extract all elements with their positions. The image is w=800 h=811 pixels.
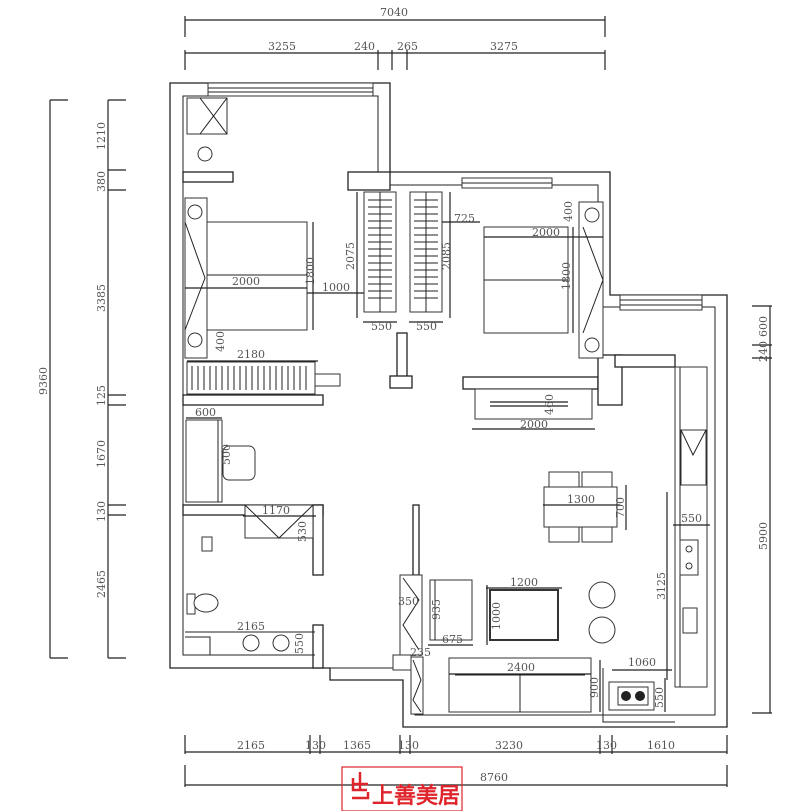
armchair	[428, 579, 473, 646]
dim-bath-cabinet-width: 1170	[262, 504, 290, 517]
dim-sofa-depth: 900	[588, 677, 601, 698]
dim-left-seg2: 380	[95, 171, 108, 192]
dim-right-seg1: 600	[757, 316, 770, 337]
svg-text:上善美居: 上善美居	[372, 783, 460, 809]
dim-bottom-seg1: 2165	[237, 739, 265, 752]
shoe-cabinet	[392, 574, 424, 715]
dim-top-seg1: 3255	[268, 40, 296, 53]
dim-wardrobe-left-height: 2075	[344, 242, 357, 270]
dim-top-seg2: 240	[354, 40, 375, 53]
dim-bottom-seg4: 130	[398, 739, 419, 752]
tv-cabinet	[472, 388, 595, 430]
dim-left-seg4: 125	[95, 385, 108, 406]
washer	[186, 97, 228, 135]
dim-sofa-length: 2400	[507, 661, 535, 674]
dim-desk-width: 600	[195, 406, 216, 419]
stool-icon	[588, 581, 616, 609]
coffee-table	[486, 585, 562, 645]
dim-left-seg5: 1670	[95, 440, 108, 468]
dim-bottom-total: 8760	[480, 771, 508, 784]
dim-right-nightstand: 400	[562, 201, 575, 222]
dim-wardrobe-right-width: 550	[416, 320, 437, 333]
dim-top-seg4: 3275	[490, 40, 518, 53]
vanity	[185, 631, 315, 656]
dim-coffee-table-length: 1200	[510, 576, 538, 589]
dim-wardrobe-left-width: 550	[371, 320, 392, 333]
dim-tv-cabinet-depth: 460	[543, 394, 556, 415]
dim-left-bed-gap: 1000	[322, 281, 350, 294]
dim-dining-table-width: 700	[614, 497, 627, 518]
left-bed	[184, 197, 365, 359]
dim-bath-cabinet-depth: 530	[296, 521, 309, 542]
dim-top-total: 7040	[380, 6, 408, 19]
dim-vanity-length: 2165	[237, 620, 265, 633]
dining-table	[543, 471, 627, 543]
toilet-icon	[186, 593, 219, 615]
dim-bottom-seg6: 130	[596, 739, 617, 752]
dim-right-seg3: 5900	[757, 522, 770, 550]
dim-bottom-seg2: 130	[305, 739, 326, 752]
dim-bottom-seg3: 1365	[343, 739, 371, 752]
dim-right-bed-length: 2000	[532, 226, 560, 239]
dim-armchair-width: 675	[442, 633, 463, 646]
dim-top-seg3: 265	[397, 40, 418, 53]
dim-right-seg2: 240	[757, 341, 770, 362]
dim-left-bed-length: 2000	[232, 275, 260, 288]
dim-kitchen-length: 3125	[655, 572, 668, 600]
dim-desk-length: 500	[220, 444, 233, 465]
dim-left-seg6: 130	[95, 501, 108, 522]
right-bed	[483, 201, 604, 359]
dim-tv-cabinet-length: 2000	[520, 418, 548, 431]
dim-left-bed-width: 1800	[304, 257, 317, 285]
dim-left-seg1: 1210	[95, 122, 108, 150]
corridor-cabinet	[186, 360, 341, 395]
desk	[185, 417, 256, 503]
sink-icon	[197, 146, 213, 162]
dim-kitchen-return: 1060	[628, 656, 656, 669]
dimension-lines	[49, 16, 772, 787]
wardrobes	[356, 191, 480, 323]
bath-cabinet	[243, 504, 316, 539]
dim-left-total: 9360	[37, 367, 50, 395]
dim-armchair-depth: 935	[430, 599, 443, 620]
dim-wardrobe-right-height: 2085	[440, 242, 453, 270]
stool-icon	[588, 616, 616, 644]
dim-right-bed-width: 1800	[560, 262, 573, 290]
windows	[207, 82, 703, 311]
dim-bottom-seg7: 1610	[647, 739, 675, 752]
floor-drain-icon	[201, 536, 213, 552]
dim-kitchen-counter-depth: 550	[681, 512, 702, 525]
dim-right-gap: 725	[454, 212, 475, 225]
dim-corridor-cabinet: 2180	[237, 348, 265, 361]
watermark-logo: 上善美居	[341, 766, 463, 811]
kitchen-counter	[602, 366, 710, 723]
dim-stove-counter-depth: 550	[653, 687, 666, 708]
dim-left-seg3: 3385	[95, 284, 108, 312]
dim-shoe-cabinet: 350	[398, 595, 419, 608]
dim-left-seg7: 2465	[95, 570, 108, 598]
dim-bottom-seg5: 3230	[495, 739, 523, 752]
dim-vanity-depth: 550	[293, 633, 306, 654]
dim-left-nightstand: 400	[214, 331, 227, 352]
dim-coffee-table-width: 1000	[490, 602, 503, 630]
dim-dining-table-length: 1300	[567, 493, 595, 506]
dim-shoe-cabinet-lower: 235	[410, 646, 431, 659]
sofa	[448, 657, 601, 713]
